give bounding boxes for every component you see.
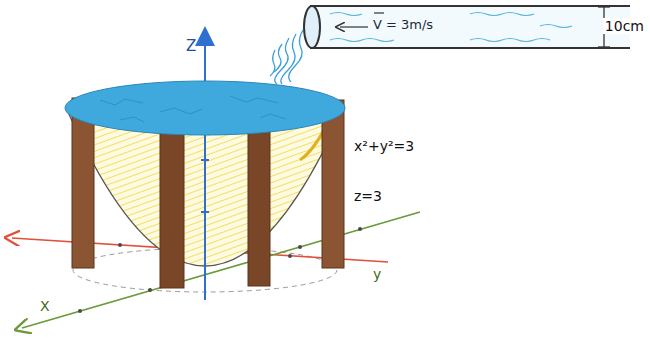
water-texture (100, 96, 286, 122)
water-surface (65, 81, 345, 135)
equation-label: z=3 (352, 188, 384, 204)
pipe-wall (310, 5, 630, 7)
vector-bar (374, 12, 384, 13)
pipe-water (330, 13, 572, 42)
equation-label: x²+y²=3 (352, 138, 416, 154)
flow-arrow (340, 26, 368, 27)
axis-name: Z (184, 38, 198, 55)
axis-name: y (371, 266, 383, 282)
axis-name: X (38, 298, 52, 314)
z-ticks (201, 160, 209, 212)
dimension-label: 10cm (603, 18, 646, 34)
z-axis (204, 36, 206, 300)
pipe-opening (304, 6, 320, 48)
pipe-wall (310, 47, 630, 49)
pipe-body (310, 6, 630, 48)
velocity-label: V = 3m/s (371, 18, 435, 33)
falling-water (270, 30, 303, 84)
